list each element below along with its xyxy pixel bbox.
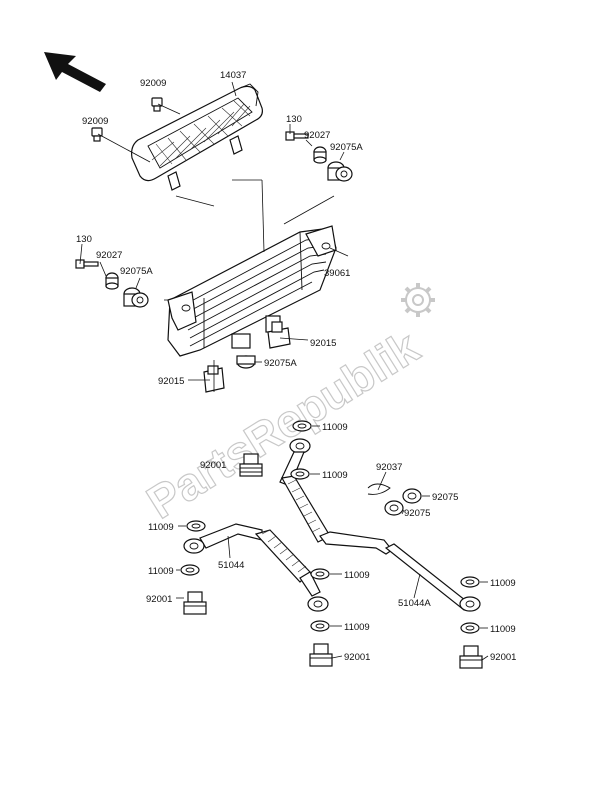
label-92015-lower: 92015 (158, 376, 184, 387)
label-51044: 51044 (218, 560, 244, 571)
label-92027-upper: 92027 (304, 130, 330, 141)
label-11009-e: 11009 (344, 570, 370, 581)
hose-51044 (183, 523, 329, 612)
gear-logo-icon (401, 283, 435, 317)
label-11009-d: 11009 (148, 566, 174, 577)
grommet-92075A-lower (123, 287, 149, 308)
banjo-bolt-92001-middle (309, 643, 333, 667)
label-11009-c: 11009 (148, 522, 174, 533)
clip-92015-upper (267, 321, 291, 349)
banjo-bolt-92001-upper (239, 453, 263, 477)
bolt-92009-upper (151, 97, 163, 112)
label-92009-upper: 92009 (140, 78, 166, 89)
bolt-92009-left (91, 127, 103, 142)
grommet-92075A-upper (327, 161, 353, 182)
washer-11009-g (460, 576, 480, 588)
label-11009-b: 11009 (322, 470, 348, 481)
part-labels: 92009 14037 92009 130 92027 92075A 130 9… (76, 70, 516, 663)
label-11009-a: 11009 (322, 422, 348, 433)
washer-11009-f (310, 620, 330, 632)
label-92075A-upper: 92075A (330, 142, 363, 153)
oil-cooler-screen (131, 83, 263, 191)
bolt-130-upper (285, 131, 309, 141)
direction-arrow-icon (44, 52, 106, 92)
banjo-bolt-92001-left (183, 591, 207, 615)
label-11009-f: 11009 (344, 622, 370, 633)
label-51044A: 51044A (398, 598, 431, 609)
clip-92037 (367, 483, 391, 495)
washer-11009-d (180, 564, 200, 576)
grommet-92075A-center (236, 355, 256, 369)
grommet-92075-upper (402, 488, 422, 504)
washer-11009-e (310, 568, 330, 580)
washer-11009-a (292, 420, 312, 432)
label-14037: 14037 (220, 70, 246, 81)
label-130-lower: 130 (76, 234, 92, 245)
label-11009-g: 11009 (490, 578, 516, 589)
washer-11009-b (290, 468, 310, 480)
washer-11009-c (186, 520, 206, 532)
grommet-92075-lower (384, 500, 404, 516)
label-92075A-center: 92075A (264, 358, 297, 369)
oil-cooler-core (167, 225, 337, 357)
label-130-upper: 130 (286, 114, 302, 125)
hose-51044A (279, 438, 481, 612)
label-92001-middle: 92001 (344, 652, 370, 663)
bolt-130-lower (75, 259, 99, 269)
label-92075A-lower: 92075A (120, 266, 153, 277)
label-92075-lower: 92075 (404, 508, 430, 519)
label-92009-left: 92009 (82, 116, 108, 127)
label-39061: 39061 (324, 268, 350, 279)
label-11009-h: 11009 (490, 624, 516, 635)
label-92001-right: 92001 (490, 652, 516, 663)
label-92075-upper: 92075 (432, 492, 458, 503)
collar-92027-lower (105, 272, 119, 290)
label-92037: 92037 (376, 462, 402, 473)
label-92015-upper: 92015 (310, 338, 336, 349)
label-92027-lower: 92027 (96, 250, 122, 261)
collar-92027-upper (313, 146, 327, 164)
washer-11009-h (460, 622, 480, 634)
label-92001-left: 92001 (146, 594, 172, 605)
label-92001-upper: 92001 (200, 460, 226, 471)
leader-lines (79, 81, 489, 661)
banjo-bolt-92001-right (459, 645, 483, 669)
